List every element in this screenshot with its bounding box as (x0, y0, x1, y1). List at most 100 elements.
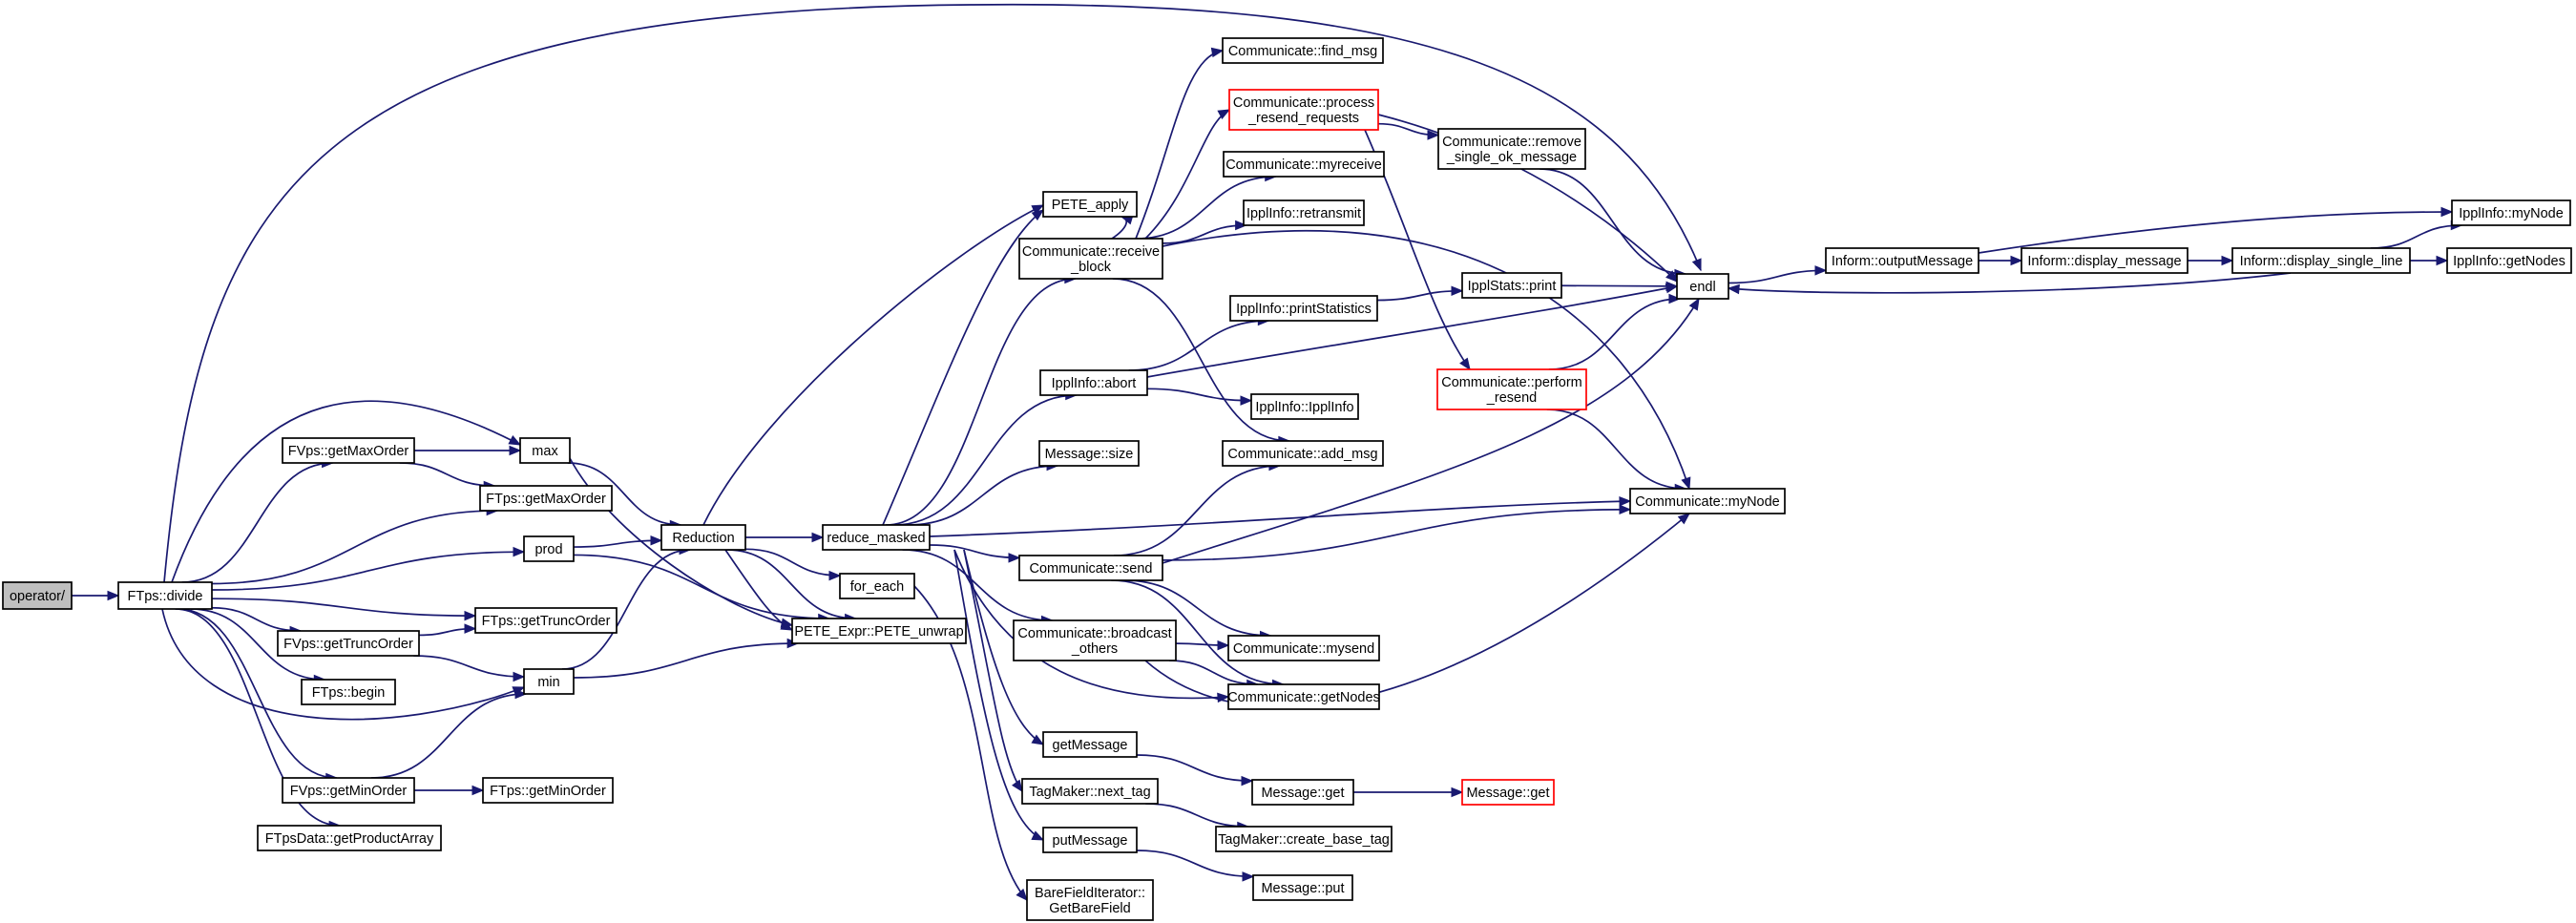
edge-fvps-getminorder-to-min-arrowhead (514, 688, 528, 700)
node-message-get-red[interactable]: Message::get (1461, 779, 1555, 806)
node-label-ippl-ipplinfo: IpplInfo::IpplInfo (1255, 400, 1353, 415)
edge-comm-send-to-comm-getnodes (1111, 579, 1284, 685)
node-ippl-abort[interactable]: IpplInfo::abort (1039, 369, 1148, 396)
node-label-ippl-abort: IpplInfo::abort (1052, 376, 1137, 391)
node-box-getmessage (1042, 731, 1138, 758)
node-fvps-gettruncorder[interactable]: FVps::getTruncOrder (277, 630, 420, 657)
node-comm-getnodes[interactable]: Communicate::getNodes (1227, 683, 1380, 710)
node-barefielditerator-getbarefield[interactable]: BareFieldIterator::GetBareField (1026, 879, 1154, 921)
node-inform-display-single-line[interactable]: Inform::display_single_line (2231, 247, 2411, 274)
node-inform-display-message[interactable]: Inform::display_message (2021, 247, 2189, 274)
node-box-ftpsdata-getproductarray (257, 825, 442, 851)
node-tagmaker-next-tag[interactable]: TagMaker::next_tag (1021, 778, 1159, 805)
node-box-for-each (839, 573, 915, 599)
node-fvps-getminorder[interactable]: FVps::getMinOrder (282, 777, 415, 804)
node-tagmaker-create-base-tag[interactable]: TagMaker::create_base_tag (1215, 826, 1393, 852)
edge-ftps-divide-to-prod (211, 551, 525, 591)
node-endl[interactable]: endl (1676, 273, 1729, 300)
edge-inform-outputmessage-to-inform-display-message-arrowhead (2010, 255, 2023, 266)
node-comm-broadcast-others[interactable]: Communicate::broadcast_others (1013, 619, 1177, 661)
node-box-tagmaker-next-tag (1021, 778, 1159, 805)
node-ftpsdata-getproductarray[interactable]: FTpsData::getProductArray (257, 825, 442, 851)
edge-max-to-reduction (567, 462, 681, 526)
edge-reduction-to-pete-unwrap (724, 549, 793, 631)
node-label-message-get-red: Message::get (1466, 786, 1549, 801)
edge-getmessage-to-message-get (1136, 754, 1253, 782)
node-ippl-getnodes[interactable]: IpplInfo::getNodes (2446, 247, 2572, 274)
edge-min-to-reduction (561, 549, 691, 670)
edge-reduce-masked-to-pete-apply-arrowhead (1031, 209, 1045, 221)
node-comm-perform-resend[interactable]: Communicate::perform_resend (1436, 368, 1587, 410)
node-label-comm-send: Communicate::send (1030, 561, 1153, 577)
edge-inform-outputmessage-to-ippl-mynode-arrowhead (2440, 206, 2454, 218)
node-message-get[interactable]: Message::get (1251, 779, 1354, 806)
node-ippl-printstatistics[interactable]: IpplInfo::printStatistics (1229, 295, 1378, 322)
edge-ippl-printstatistics-to-ipplstats-print (1376, 289, 1463, 302)
edge-reduce-masked-to-comm-send (929, 544, 1020, 559)
node-box-ippl-printstatistics (1229, 295, 1378, 322)
node-box-operator-div (2, 581, 73, 610)
node-message-size[interactable]: Message::size (1038, 440, 1140, 467)
node-message-put[interactable]: Message::put (1252, 874, 1353, 901)
node-label-inform-outputmessage: Inform::outputMessage (1832, 254, 1973, 269)
edge-reduce-masked-to-comm-getnodes (953, 549, 1229, 700)
node-for-each[interactable]: for_each (839, 573, 915, 599)
node-getmessage[interactable]: getMessage (1042, 731, 1138, 758)
nodes-layer: operator/FTps::divide FVps::getMaxOrder ma… (2, 37, 2572, 921)
node-operator-div[interactable]: operator/ (2, 581, 73, 610)
node-label-comm-remove-single-ok-line1: Communicate::remove (1442, 135, 1581, 150)
edge-prod-to-reduction-arrowhead (650, 535, 663, 546)
node-min[interactable]: min (523, 668, 575, 695)
edge-ftps-divide-to-ftps-gettruncorder (211, 598, 476, 618)
node-pete-unwrap[interactable]: PETE_Expr::PETE_unwrap (791, 618, 967, 644)
node-inform-outputmessage[interactable]: Inform::outputMessage (1825, 247, 1979, 274)
node-ftps-divide[interactable]: FTps::divide (117, 581, 213, 610)
edge-reduce-masked-to-tagmaker-next-tag (963, 549, 1023, 792)
node-comm-find-msg[interactable]: Communicate::find_msg (1222, 37, 1384, 64)
node-ippl-ipplinfo[interactable]: IpplInfo::IpplInfo (1250, 393, 1359, 420)
node-comm-remove-single-ok[interactable]: Communicate::remove_single_ok_message (1437, 128, 1586, 170)
node-ftps-gettruncorder[interactable]: FTps::getTruncOrder (474, 607, 618, 634)
node-ippl-mynode[interactable]: IpplInfo::myNode (2451, 199, 2571, 226)
node-comm-myreceive[interactable]: Communicate::myreceive (1223, 151, 1385, 178)
node-label-ftps-begin: FTps::begin (312, 685, 386, 701)
node-label-ipplstats-print: IpplStats::print (1468, 279, 1557, 294)
node-box-fvps-gettruncorder (277, 630, 420, 657)
node-reduction[interactable]: Reduction (660, 524, 746, 551)
node-ftps-begin[interactable]: FTps::begin (301, 679, 396, 705)
node-label-ftps-getminorder: FTps::getMinOrder (490, 784, 606, 799)
node-box-ippl-ipplinfo (1250, 393, 1359, 420)
edge-inform-display-single-line-to-endl-arrowhead (1727, 283, 1740, 295)
edge-fvps-gettruncorder-to-min-arrowhead (513, 671, 526, 682)
node-ftps-getminorder[interactable]: FTps::getMinOrder (482, 777, 614, 804)
node-box-inform-display-message (2021, 247, 2189, 274)
node-fvps-getmaxorder[interactable]: FVps::getMaxOrder (282, 437, 415, 464)
node-label-comm-broadcast-others-line1: Communicate::broadcast (1017, 626, 1171, 641)
node-comm-mynode[interactable]: Communicate::myNode (1629, 488, 1786, 514)
node-ipplstats-print[interactable]: IpplStats::print (1461, 272, 1562, 299)
node-box-comm-receive-block (1018, 238, 1163, 280)
node-ippl-retransmit[interactable]: IpplInfo::retransmit (1243, 199, 1365, 226)
node-reduce-masked[interactable]: reduce_masked (822, 524, 931, 551)
edge-reduce-masked-to-comm-broadcast-others (902, 549, 1053, 621)
node-comm-receive-block[interactable]: Communicate::receive_block (1018, 238, 1163, 280)
node-max[interactable]: max (519, 437, 571, 464)
node-putmessage[interactable]: putMessage (1042, 827, 1138, 853)
edge-tagmaker-next-tag-to-tagmaker-create-base-tag (1145, 803, 1248, 828)
node-pete-apply[interactable]: PETE_apply (1042, 191, 1138, 218)
node-box-pete-unwrap (791, 618, 967, 644)
node-label-fvps-gettruncorder: FVps::getTruncOrder (283, 637, 413, 652)
node-box-fvps-getminorder (282, 777, 415, 804)
node-comm-send[interactable]: Communicate::send (1018, 555, 1163, 581)
node-comm-add-msg[interactable]: Communicate::add_msg (1222, 440, 1384, 467)
node-label-barefielditerator-getbarefield-line1: BareFieldIterator:: (1035, 886, 1145, 901)
node-box-ippl-getnodes (2446, 247, 2572, 274)
node-label-comm-mynode: Communicate::myNode (1635, 494, 1780, 510)
edge-comm-send-to-endl-arrowhead (1688, 297, 1700, 311)
node-ftps-getmaxorder[interactable]: FTps::getMaxOrder (479, 485, 613, 512)
node-label-comm-perform-resend-line2: _resend (1486, 390, 1537, 406)
node-prod[interactable]: prod (523, 535, 575, 562)
node-comm-process-resend[interactable]: Communicate::process_resend_requests (1228, 89, 1379, 131)
edge-comm-broadcast-others-to-comm-mysend-arrowhead (1217, 640, 1230, 651)
node-comm-mysend[interactable]: Communicate::mysend (1227, 635, 1380, 661)
